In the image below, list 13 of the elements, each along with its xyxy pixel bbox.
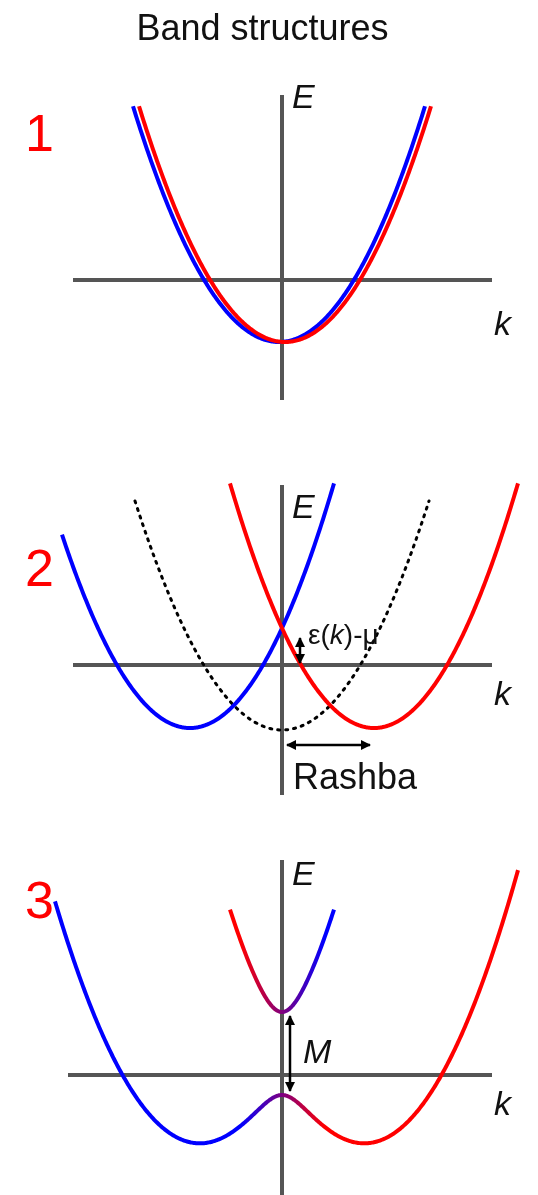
- axis-label: k: [494, 675, 511, 713]
- axis-label: k: [494, 1085, 511, 1123]
- splitting-label: Rashba: [293, 757, 418, 797]
- energy-label: ε(k)-μ: [308, 620, 379, 651]
- panel-number: 3: [25, 872, 54, 930]
- axis-label: M: [303, 1033, 332, 1071]
- axis-label: E: [292, 78, 315, 116]
- panel-number: 2: [25, 540, 54, 598]
- title: Band structures: [135, 8, 390, 48]
- axis-label: k: [494, 305, 511, 343]
- panel-number: 1: [25, 105, 54, 163]
- axis-label: E: [292, 488, 315, 526]
- axis-label: E: [292, 855, 315, 893]
